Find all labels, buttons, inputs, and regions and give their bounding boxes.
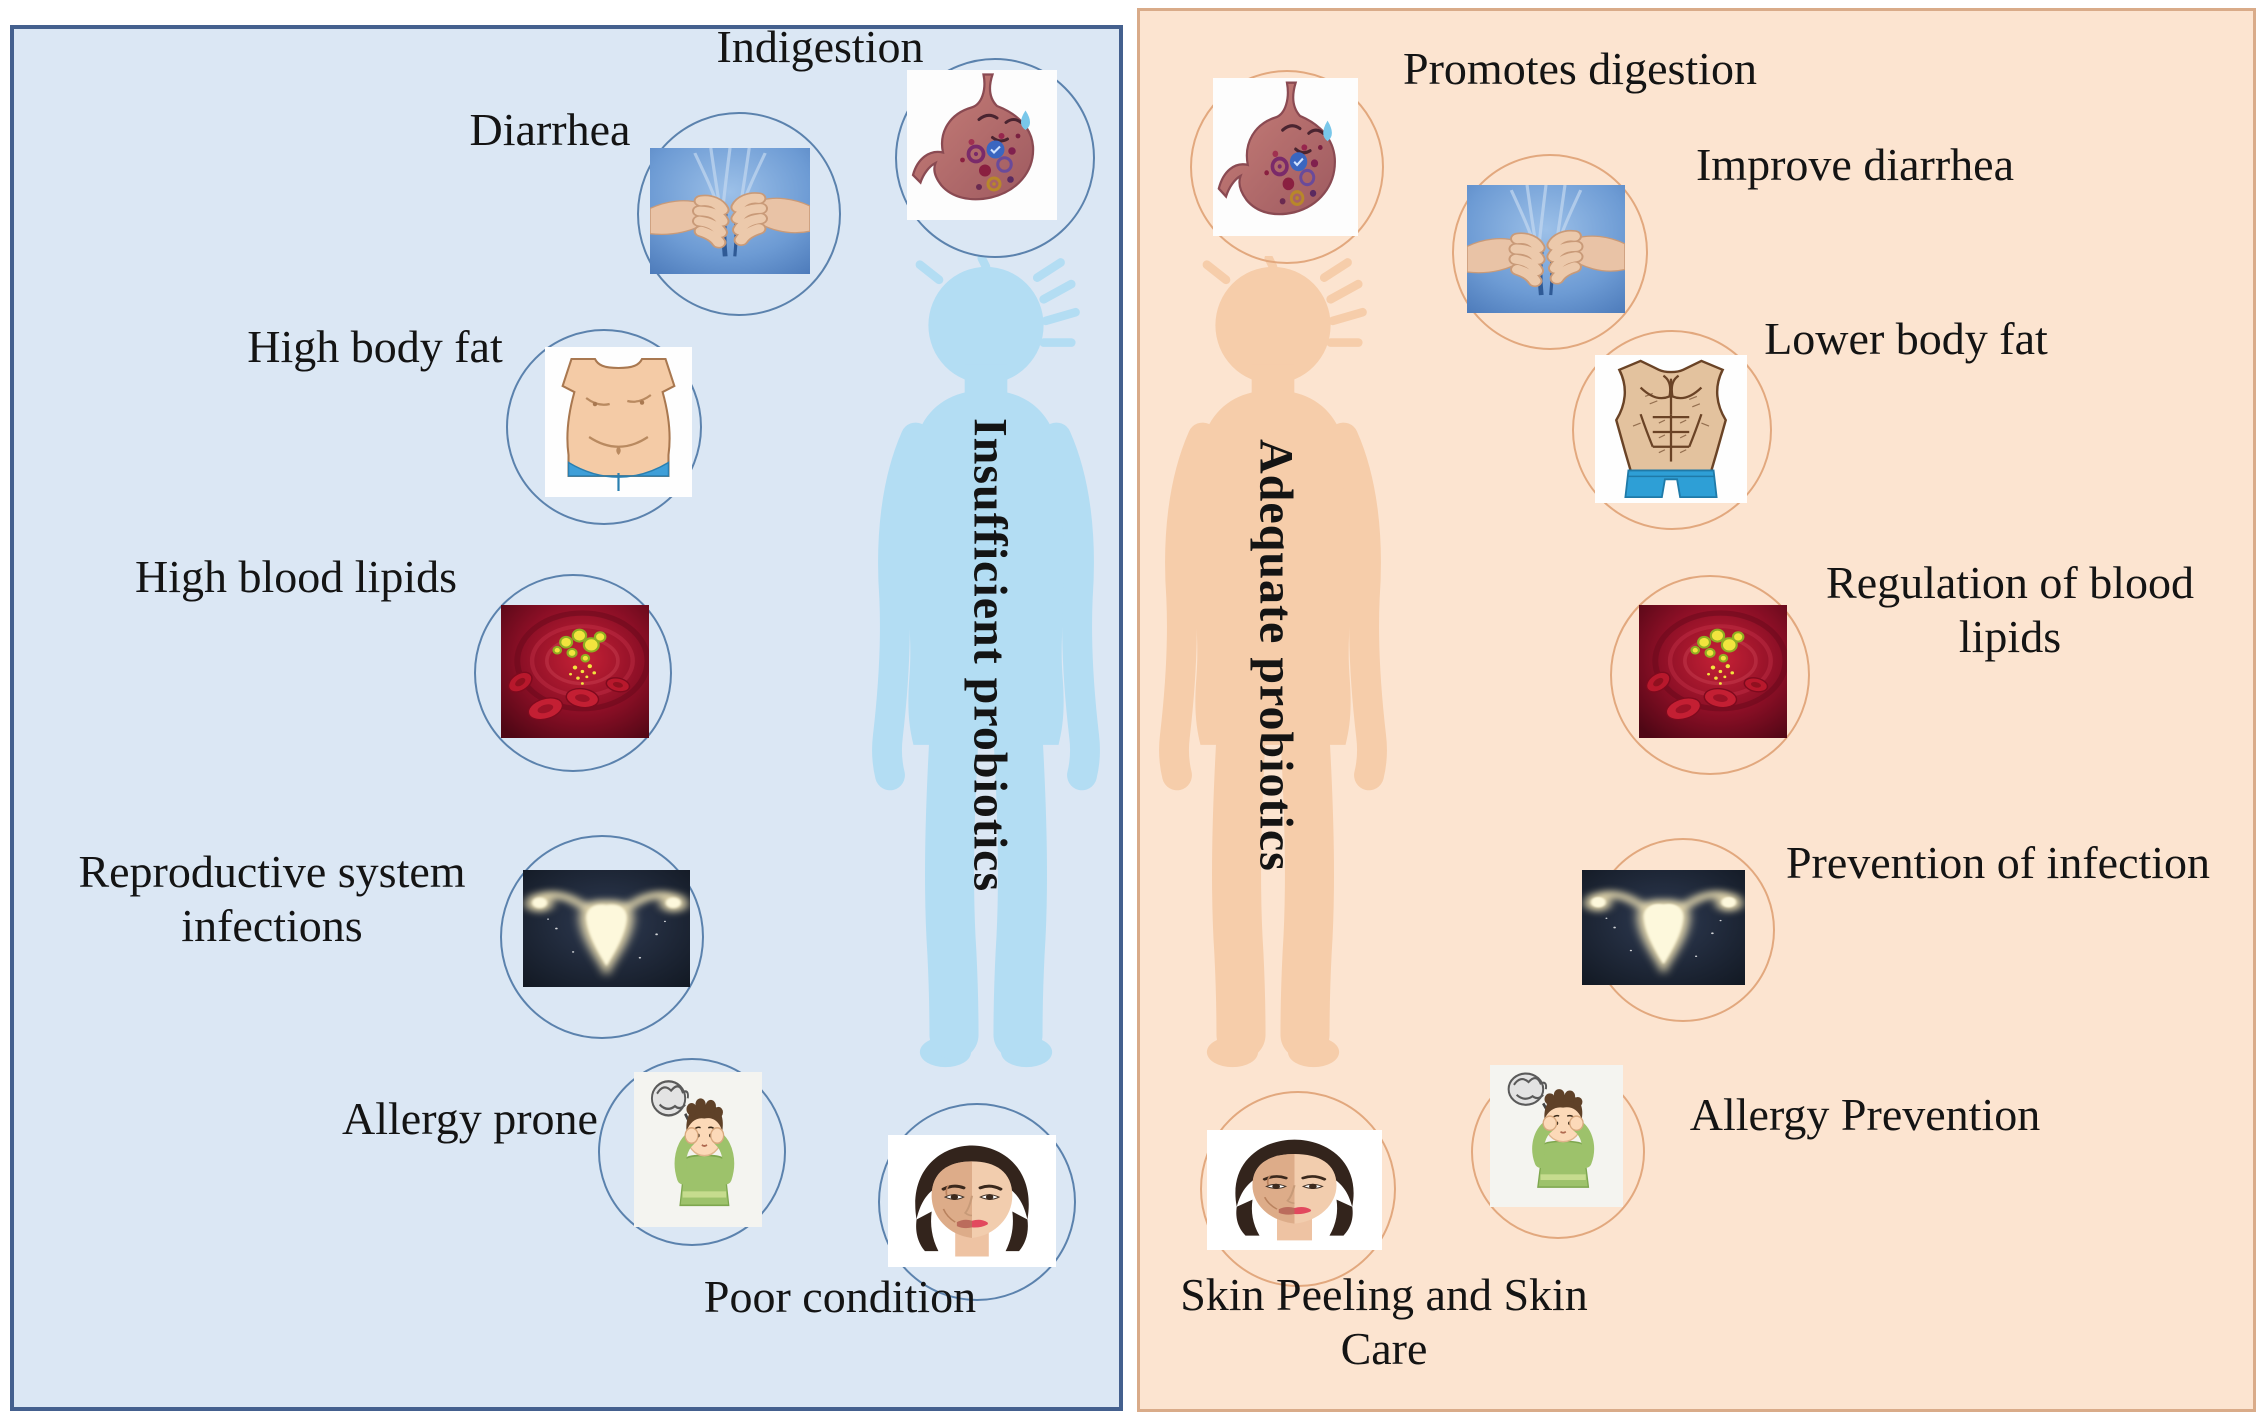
improve-diarrhea-label: Improve diarrhea	[1695, 139, 2014, 190]
high-blood-lipids-icon-circle	[474, 574, 672, 772]
allergy-prevention-label: Allergy Prevention	[1689, 1089, 2041, 1140]
blood-vessel-icon	[501, 605, 649, 738]
woman-face-icon	[888, 1135, 1056, 1267]
allergy-prone-label: Allergy prone	[342, 1093, 598, 1144]
lower-body-fat-label: Lower body fat	[1764, 313, 2048, 364]
improve-diarrhea-icon-circle	[1452, 154, 1648, 350]
uterus-icon	[1582, 870, 1745, 985]
regulation-blood-lipids-icon-circle	[1610, 575, 1810, 775]
muscular-torso-icon	[1595, 355, 1747, 503]
stomach-icon	[907, 70, 1057, 220]
blood-vessel-icon	[1639, 605, 1787, 738]
lower-body-fat-icon-circle	[1572, 330, 1772, 530]
stomach-icon	[1213, 78, 1358, 236]
skin-care-icon-circle	[1200, 1091, 1396, 1287]
high-blood-lipids-label: High blood lipids	[134, 551, 458, 602]
reproductive-infections-label: Reproductive system infections	[78, 846, 466, 952]
diarrhea-label: Diarrhea	[469, 104, 631, 155]
allergy-boy-icon	[1490, 1065, 1623, 1207]
promotes-digestion-label: Promotes digestion	[1403, 43, 1757, 94]
promotes-digestion-icon-circle	[1190, 70, 1384, 264]
hands-on-belly-icon	[1467, 185, 1625, 313]
indigestion-label: Indigestion	[716, 21, 924, 72]
allergy-prone-icon-circle	[598, 1058, 786, 1246]
poor-condition-label: Poor condition	[703, 1271, 977, 1322]
high-body-fat-icon-circle	[506, 329, 702, 525]
high-body-fat-label: High body fat	[247, 321, 503, 372]
diarrhea-icon-circle	[637, 112, 841, 316]
uterus-icon	[523, 870, 690, 987]
indigestion-icon-circle	[895, 58, 1095, 258]
prevention-of-infection-label: Prevention of infection	[1785, 837, 2211, 888]
skin-peeling-care-label: Skin Peeling and Skin Care	[1180, 1269, 1588, 1375]
left-panel-vertical-title: Insufficient probiotics	[963, 417, 1017, 893]
poor-condition-icon-circle	[878, 1103, 1076, 1301]
hands-on-belly-icon	[650, 148, 810, 274]
regulation-blood-lipids-label: Regulation of blood lipids	[1826, 557, 2194, 663]
woman-face-icon	[1207, 1130, 1382, 1250]
right-panel-vertical-title: Adequate probiotics	[1249, 438, 1303, 872]
reproductive-infections-icon-circle	[500, 835, 704, 1039]
